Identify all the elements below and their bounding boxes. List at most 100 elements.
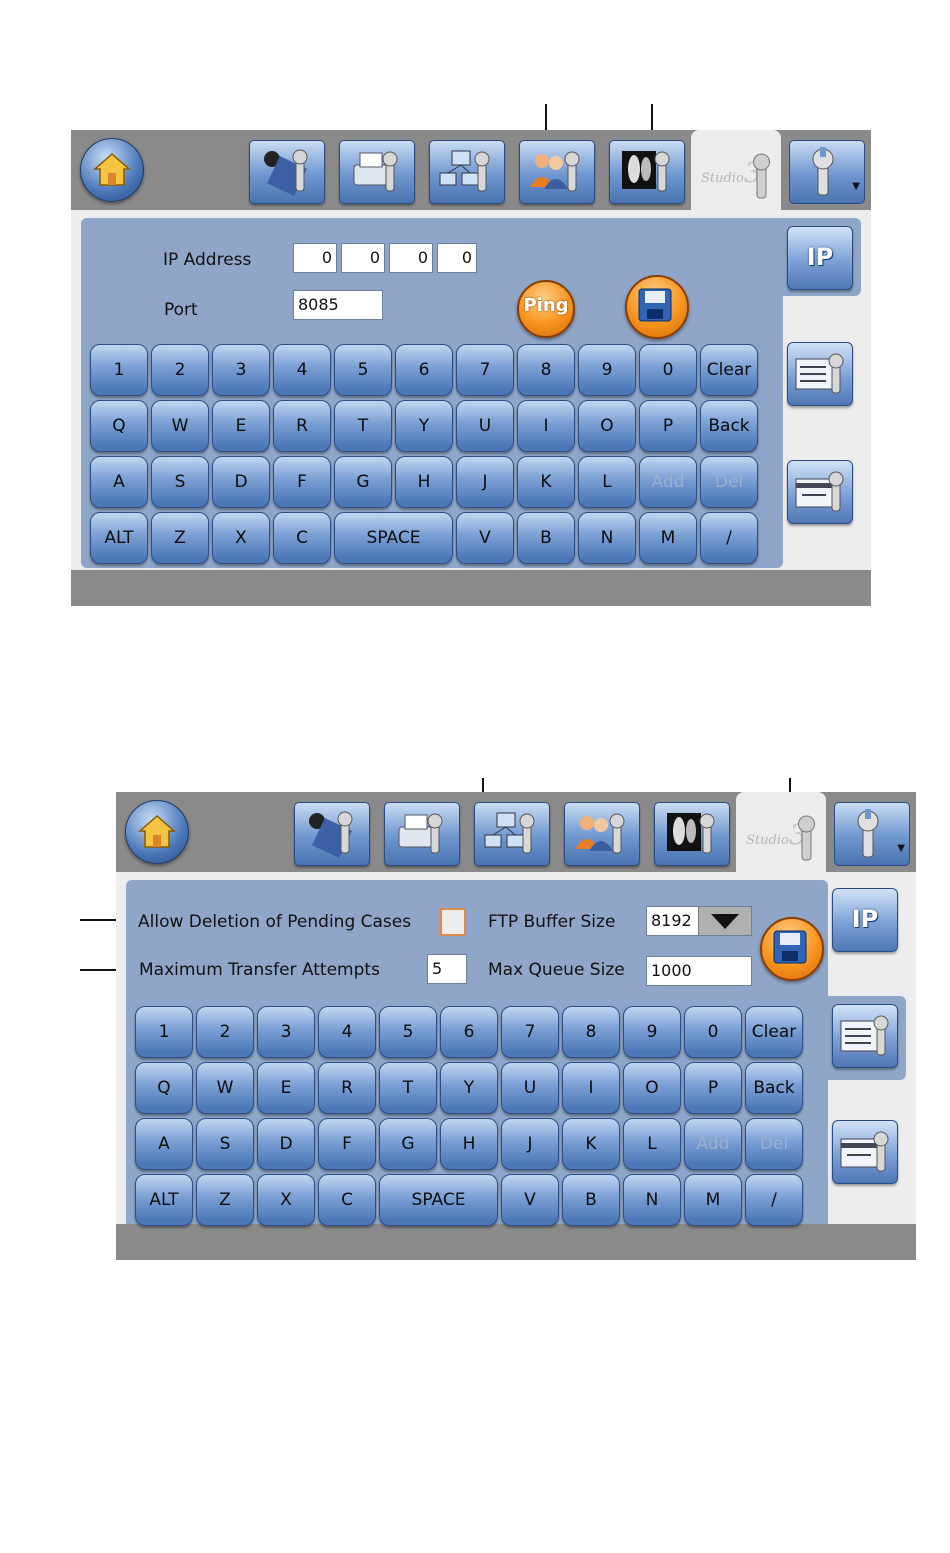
key-h[interactable]: H bbox=[440, 1118, 498, 1170]
key-r[interactable]: R bbox=[273, 400, 331, 452]
ftp-buffer-select[interactable]: 8192 bbox=[646, 906, 752, 936]
key-i[interactable]: I bbox=[517, 400, 575, 452]
key-p[interactable]: P bbox=[639, 400, 697, 452]
key-o[interactable]: O bbox=[623, 1062, 681, 1114]
key-3[interactable]: 3 bbox=[212, 344, 270, 396]
key-n[interactable]: N bbox=[578, 512, 636, 564]
key-q[interactable]: Q bbox=[135, 1062, 193, 1114]
tab-film-setup[interactable] bbox=[294, 802, 370, 866]
ip-octet-3[interactable]: 0 bbox=[389, 243, 433, 273]
key-m[interactable]: M bbox=[639, 512, 697, 564]
key-x[interactable]: X bbox=[212, 512, 270, 564]
key-0[interactable]: 0 bbox=[639, 344, 697, 396]
key-clear[interactable]: Clear bbox=[745, 1006, 803, 1058]
key-l[interactable]: L bbox=[578, 456, 636, 508]
key-1[interactable]: 1 bbox=[135, 1006, 193, 1058]
tab-studio3-setup[interactable]: Studio3 bbox=[736, 792, 826, 872]
max-queue-input[interactable]: 1000 bbox=[646, 956, 752, 986]
key-b[interactable]: B bbox=[562, 1174, 620, 1226]
key-q[interactable]: Q bbox=[90, 400, 148, 452]
ip-octet-1[interactable]: 0 bbox=[293, 243, 337, 273]
key-d[interactable]: D bbox=[212, 456, 270, 508]
key-9[interactable]: 9 bbox=[623, 1006, 681, 1058]
tab-film-setup[interactable] bbox=[249, 140, 325, 204]
tab-network-setup[interactable] bbox=[474, 802, 550, 866]
key-4[interactable]: 4 bbox=[273, 344, 331, 396]
key-t[interactable]: T bbox=[334, 400, 392, 452]
tab-studio3-setup[interactable]: Studio3 bbox=[691, 130, 781, 210]
tab-printer-setup[interactable] bbox=[384, 802, 460, 866]
key-alt[interactable]: ALT bbox=[90, 512, 148, 564]
key-back[interactable]: Back bbox=[700, 400, 758, 452]
key-2[interactable]: 2 bbox=[196, 1006, 254, 1058]
ip-settings-button[interactable]: IP bbox=[832, 888, 898, 952]
dropdown-arrow-icon[interactable] bbox=[698, 907, 751, 935]
key-add[interactable]: Add bbox=[639, 456, 697, 508]
key-u[interactable]: U bbox=[501, 1062, 559, 1114]
tab-printer-setup[interactable] bbox=[339, 140, 415, 204]
key-i[interactable]: I bbox=[562, 1062, 620, 1114]
port-input[interactable]: 8085 bbox=[293, 290, 383, 320]
home-button[interactable] bbox=[80, 138, 144, 202]
list-settings-button[interactable] bbox=[832, 1004, 898, 1068]
key-6[interactable]: 6 bbox=[440, 1006, 498, 1058]
key-o[interactable]: O bbox=[578, 400, 636, 452]
key-2[interactable]: 2 bbox=[151, 344, 209, 396]
key-4[interactable]: 4 bbox=[318, 1006, 376, 1058]
key-del[interactable]: Del bbox=[700, 456, 758, 508]
key-y[interactable]: Y bbox=[440, 1062, 498, 1114]
key-h[interactable]: H bbox=[395, 456, 453, 508]
key-c[interactable]: C bbox=[318, 1174, 376, 1226]
key-6[interactable]: 6 bbox=[395, 344, 453, 396]
key-f[interactable]: F bbox=[318, 1118, 376, 1170]
key-f[interactable]: F bbox=[273, 456, 331, 508]
key-add[interactable]: Add bbox=[684, 1118, 742, 1170]
key-5[interactable]: 5 bbox=[334, 344, 392, 396]
key-space[interactable]: SPACE bbox=[334, 512, 453, 564]
key-slash[interactable]: / bbox=[700, 512, 758, 564]
key-b[interactable]: B bbox=[517, 512, 575, 564]
card-settings-button[interactable] bbox=[832, 1120, 898, 1184]
key-0[interactable]: 0 bbox=[684, 1006, 742, 1058]
key-e[interactable]: E bbox=[257, 1062, 315, 1114]
key-x[interactable]: X bbox=[257, 1174, 315, 1226]
tab-users-setup[interactable] bbox=[519, 140, 595, 204]
key-s[interactable]: S bbox=[196, 1118, 254, 1170]
ping-button[interactable]: Ping bbox=[517, 280, 575, 338]
key-w[interactable]: W bbox=[196, 1062, 254, 1114]
key-alt[interactable]: ALT bbox=[135, 1174, 193, 1226]
key-slash[interactable]: / bbox=[745, 1174, 803, 1226]
key-w[interactable]: W bbox=[151, 400, 209, 452]
key-y[interactable]: Y bbox=[395, 400, 453, 452]
max-attempts-input[interactable]: 5 bbox=[427, 954, 467, 984]
tab-image-setup[interactable] bbox=[654, 802, 730, 866]
save-button[interactable] bbox=[760, 917, 824, 981]
key-v[interactable]: V bbox=[456, 512, 514, 564]
key-r[interactable]: R bbox=[318, 1062, 376, 1114]
key-e[interactable]: E bbox=[212, 400, 270, 452]
key-space[interactable]: SPACE bbox=[379, 1174, 498, 1226]
key-8[interactable]: 8 bbox=[562, 1006, 620, 1058]
key-del[interactable]: Del bbox=[745, 1118, 803, 1170]
key-k[interactable]: K bbox=[517, 456, 575, 508]
key-s[interactable]: S bbox=[151, 456, 209, 508]
key-g[interactable]: G bbox=[334, 456, 392, 508]
key-k[interactable]: K bbox=[562, 1118, 620, 1170]
key-a[interactable]: A bbox=[135, 1118, 193, 1170]
key-back[interactable]: Back bbox=[745, 1062, 803, 1114]
list-settings-button[interactable] bbox=[787, 342, 853, 406]
ip-octet-2[interactable]: 0 bbox=[341, 243, 385, 273]
key-l[interactable]: L bbox=[623, 1118, 681, 1170]
tab-tools-menu[interactable]: ▼ bbox=[789, 140, 865, 204]
home-button[interactable] bbox=[125, 800, 189, 864]
key-m[interactable]: M bbox=[684, 1174, 742, 1226]
key-t[interactable]: T bbox=[379, 1062, 437, 1114]
key-j[interactable]: J bbox=[456, 456, 514, 508]
key-a[interactable]: A bbox=[90, 456, 148, 508]
key-7[interactable]: 7 bbox=[456, 344, 514, 396]
save-button[interactable] bbox=[625, 275, 689, 339]
key-z[interactable]: Z bbox=[151, 512, 209, 564]
key-clear[interactable]: Clear bbox=[700, 344, 758, 396]
key-8[interactable]: 8 bbox=[517, 344, 575, 396]
tab-image-setup[interactable] bbox=[609, 140, 685, 204]
